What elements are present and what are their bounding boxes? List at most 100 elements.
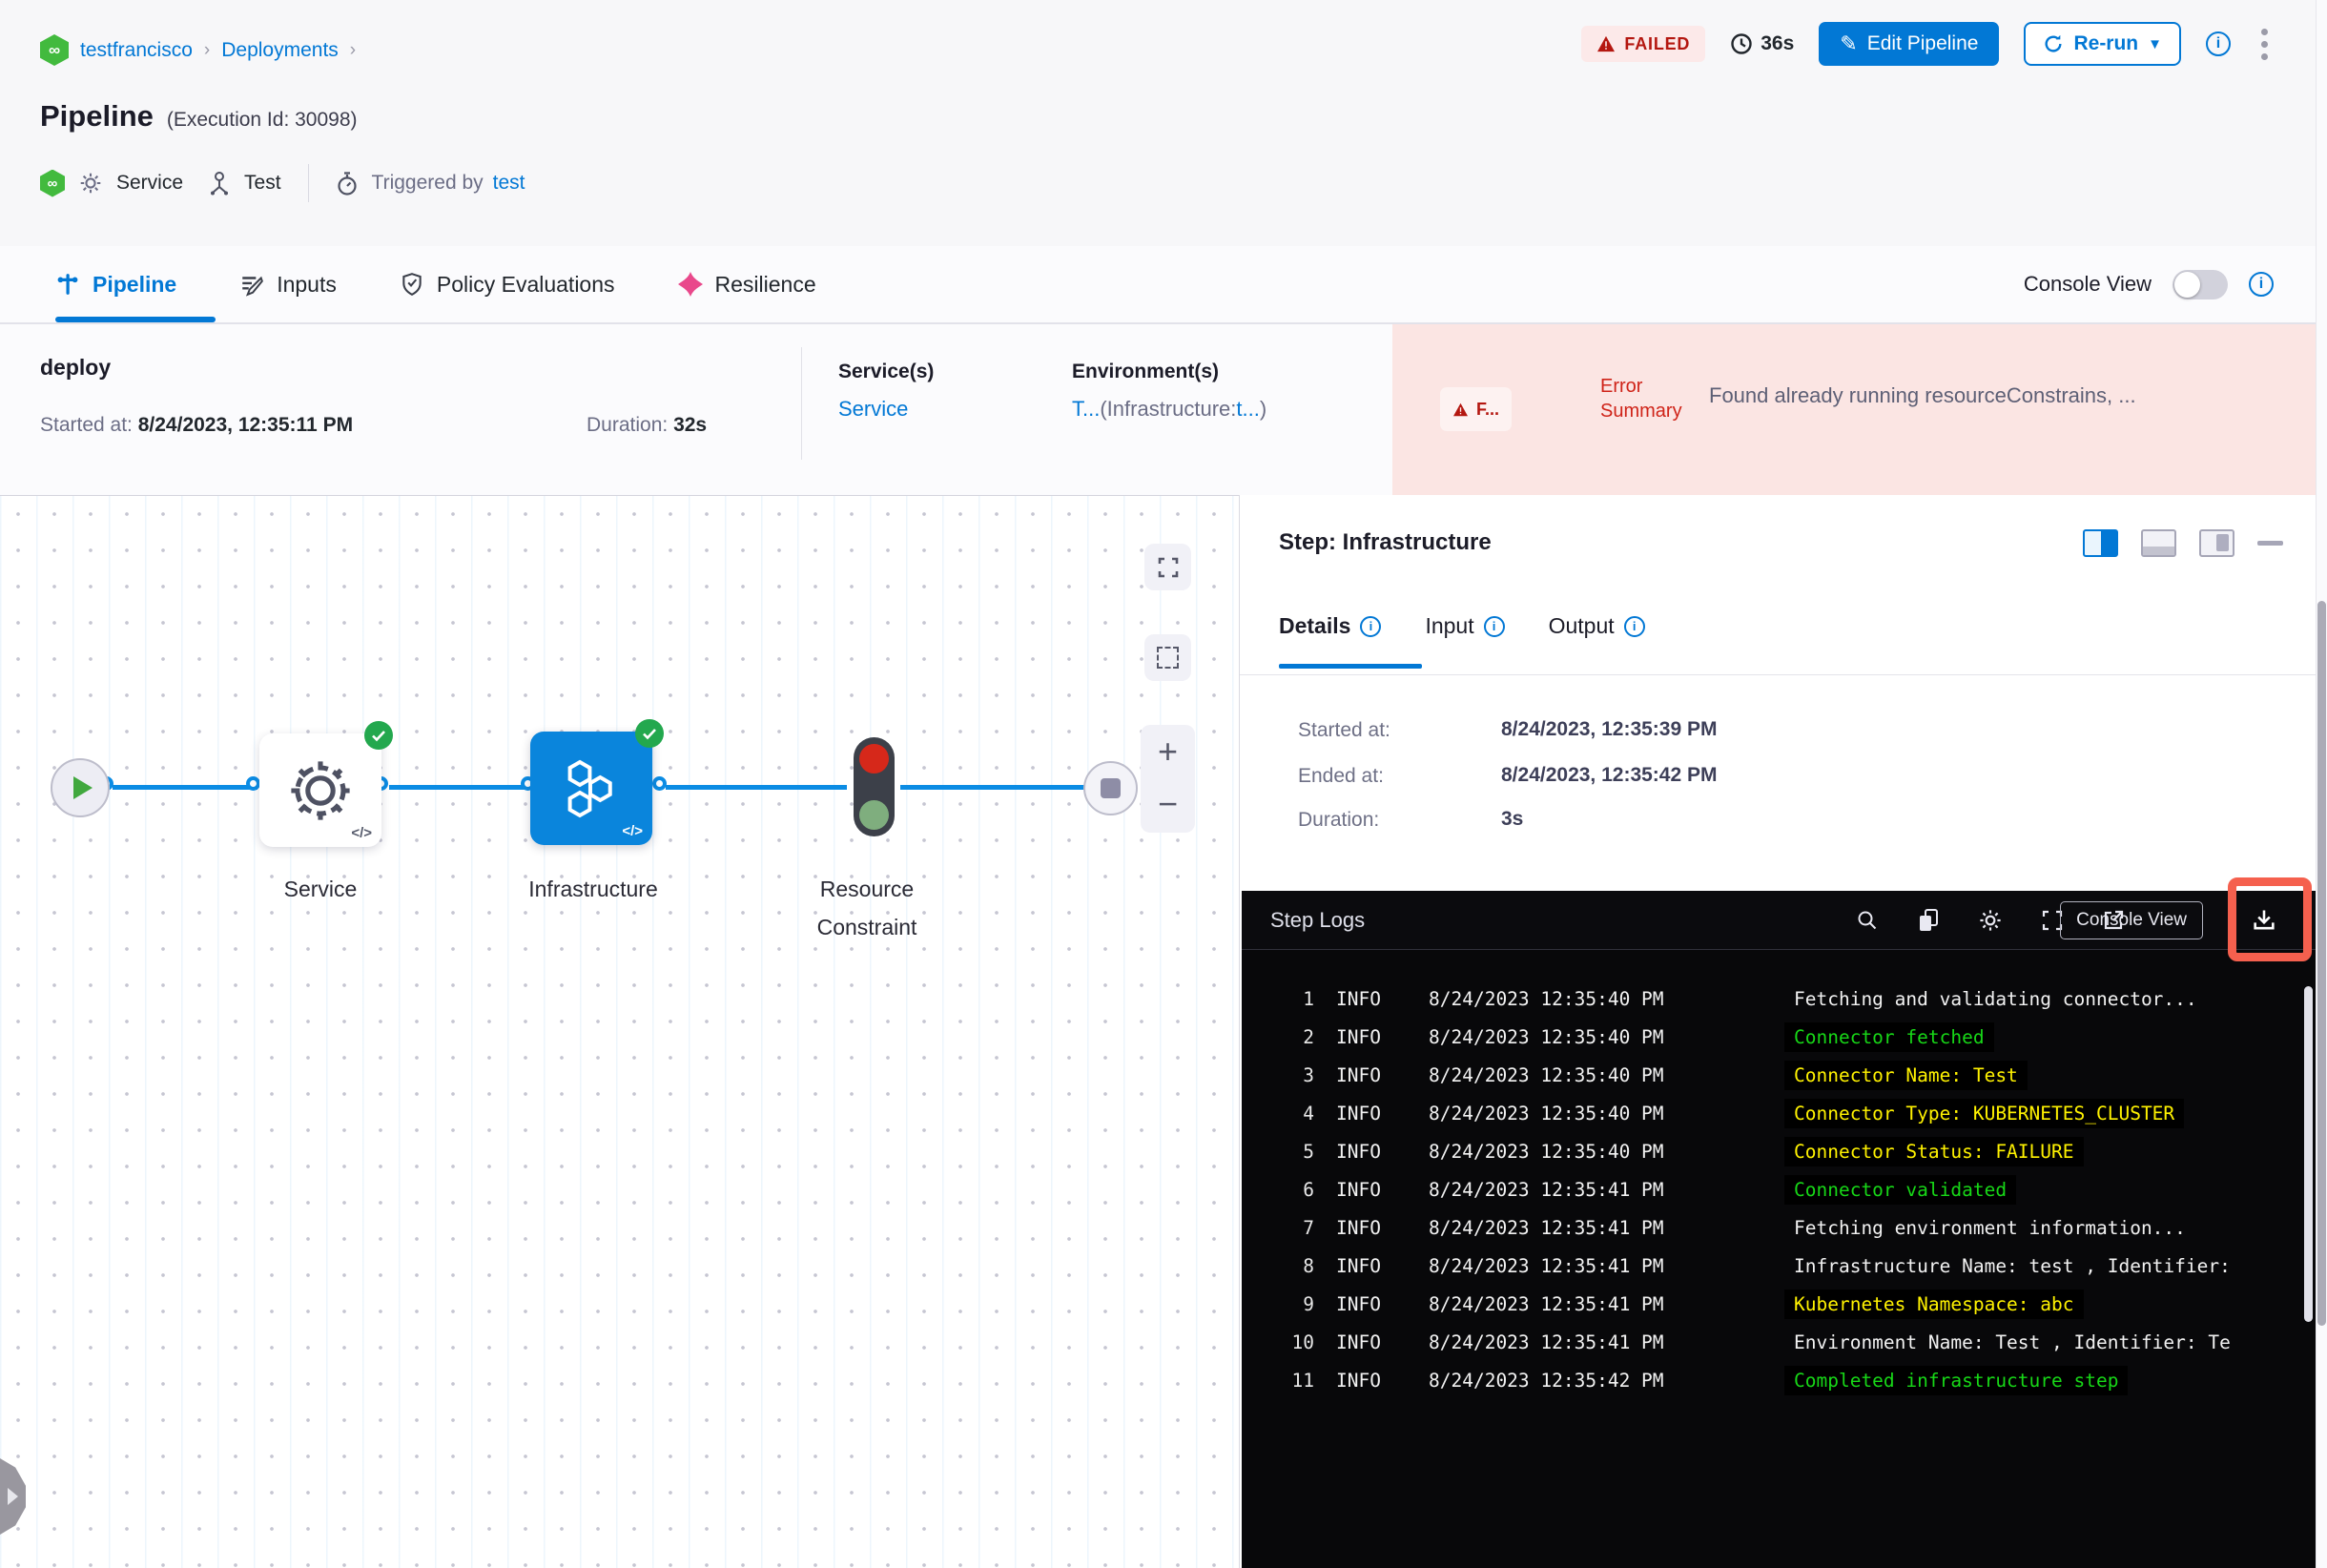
- tab-pipeline-label: Pipeline: [93, 271, 177, 297]
- minimize-panel-button[interactable]: [2257, 541, 2283, 546]
- copy-logs-button[interactable]: [1917, 908, 1940, 933]
- output-info-icon[interactable]: i: [1623, 615, 1645, 637]
- search-logs-button[interactable]: [1856, 909, 1879, 932]
- log-line: 11 INFO 8/24/2023 12:35:42 PM Completed …: [1242, 1361, 2316, 1399]
- log-line-number: 1: [1303, 987, 1314, 1010]
- tab-details[interactable]: Details i: [1279, 613, 1382, 639]
- console-view-label: Console View: [2023, 272, 2152, 296]
- warning-triangle-icon: [1453, 402, 1468, 416]
- open-in-new-tab-button[interactable]: [2102, 909, 2125, 932]
- tab-inputs[interactable]: Inputs: [239, 272, 337, 298]
- input-info-icon[interactable]: i: [1483, 615, 1505, 637]
- environment-link[interactable]: T...: [1072, 397, 1101, 421]
- failed-chip-label: F...: [1476, 399, 1500, 419]
- marquee-select-button[interactable]: [1144, 634, 1191, 681]
- log-line: 5 INFO 8/24/2023 12:35:40 PM Connector S…: [1242, 1132, 2316, 1170]
- tab-policy-evaluations[interactable]: Policy Evaluations: [400, 272, 615, 298]
- tab-output[interactable]: Output i: [1549, 613, 1645, 639]
- triggered-by-label: Triggered by: [371, 172, 484, 194]
- log-level: INFO: [1336, 1292, 1381, 1315]
- download-logs-button[interactable]: [2251, 907, 2277, 934]
- details-info-icon[interactable]: i: [1360, 615, 1382, 637]
- tab-pipeline[interactable]: Pipeline: [55, 272, 176, 298]
- external-link-icon: [2104, 910, 2124, 929]
- code-glyph: </>: [351, 825, 372, 841]
- log-line-number: 8: [1303, 1254, 1314, 1277]
- tab-input[interactable]: Input i: [1425, 613, 1505, 639]
- step-ended-value: 8/24/2023, 12:35:42 PM: [1501, 764, 1718, 786]
- edge-port: [246, 776, 260, 791]
- breadcrumb-deployments-link[interactable]: Deployments: [221, 38, 339, 61]
- divider: [1240, 674, 2327, 675]
- service-link[interactable]: Service: [838, 397, 909, 421]
- log-line-number: 3: [1303, 1063, 1314, 1086]
- failed-chip: F...: [1440, 387, 1513, 431]
- services-header: Service(s): [838, 361, 935, 382]
- clock-icon: [1731, 33, 1752, 54]
- log-level: INFO: [1336, 1331, 1381, 1353]
- pipeline-graph-canvas[interactable]: </> </> Service Infrastructure Resource …: [0, 495, 1239, 1568]
- service-name: Service: [116, 172, 184, 194]
- rerun-info-icon[interactable]: i: [2206, 31, 2231, 56]
- zoom-out-button[interactable]: −: [1157, 784, 1179, 823]
- layout-split-vertical-button[interactable]: [2083, 529, 2118, 557]
- kubernetes-cluster-icon: [567, 759, 612, 817]
- started-at-value: 8/24/2023, 12:35:11 PM: [137, 414, 354, 436]
- warning-triangle-icon: [1597, 35, 1616, 52]
- expand-left-panel-button[interactable]: [0, 1458, 26, 1535]
- success-check-icon: [364, 721, 393, 750]
- page-scrollbar-thumb[interactable]: [2317, 601, 2326, 1326]
- resource-constraint-node[interactable]: [854, 737, 895, 836]
- log-message: Environment Name: Test , Identifier: Te: [1794, 1331, 2231, 1353]
- traffic-green-light: [859, 800, 889, 830]
- fit-to-screen-button[interactable]: [1144, 544, 1191, 590]
- trigger-user-link[interactable]: test: [492, 172, 525, 194]
- end-node[interactable]: [1083, 761, 1138, 815]
- edit-pipeline-button[interactable]: ✎ Edit Pipeline: [1819, 22, 2000, 66]
- tab-resilience[interactable]: Resilience: [677, 272, 816, 298]
- layout-split-horizontal-button[interactable]: [2141, 529, 2176, 557]
- step-duration-value: 3s: [1501, 808, 1524, 830]
- log-timestamp: 8/24/2023 12:35:41 PM: [1429, 1292, 1664, 1315]
- page-scrollbar[interactable]: [2316, 0, 2327, 1568]
- breadcrumb-project-link[interactable]: testfrancisco: [80, 38, 193, 61]
- log-settings-button[interactable]: [1978, 908, 2003, 933]
- log-line: 6 INFO 8/24/2023 12:35:41 PM Connector v…: [1242, 1170, 2316, 1208]
- gear-icon: [80, 173, 101, 194]
- log-line-number: 2: [1303, 1025, 1314, 1048]
- service-step-node[interactable]: </>: [259, 721, 393, 847]
- step-panel-title: Step: Infrastructure: [1279, 529, 1492, 555]
- log-message: Fetching environment information...: [1794, 1216, 2186, 1239]
- play-icon: [73, 776, 93, 799]
- infrastructure-step-node[interactable]: </>: [530, 719, 664, 845]
- log-message: Kubernetes Namespace: abc: [1784, 1289, 2084, 1319]
- error-summary-message: Found already running resourceConstrains…: [1709, 383, 2136, 407]
- step-duration-label: Duration:: [1298, 809, 1380, 831]
- layout-floating-button[interactable]: [2199, 529, 2234, 557]
- log-line-number: 4: [1303, 1102, 1314, 1124]
- duration-label: Duration:: [587, 414, 669, 436]
- execution-tabbar: Pipeline Inputs Policy Evaluations Resil…: [0, 246, 2327, 324]
- status-badge: FAILED: [1581, 26, 1706, 62]
- start-node[interactable]: [51, 758, 110, 817]
- console-view-button[interactable]: Console View: [2060, 900, 2203, 939]
- more-options-menu[interactable]: [2255, 25, 2274, 64]
- page-header: ∞ testfrancisco › Deployments › FAILED 3…: [0, 0, 2327, 246]
- harness-cd-icon: ∞: [40, 169, 65, 197]
- step-logs-console: Step Logs: [1242, 891, 2316, 1568]
- environment-infra-label: (Infrastructure:: [1100, 397, 1237, 421]
- log-scrollbar[interactable]: [2304, 986, 2313, 1322]
- traffic-red-light: [859, 744, 889, 774]
- pencil-icon: ✎: [1840, 31, 1858, 55]
- rerun-button[interactable]: Re-run ▼: [2024, 22, 2181, 66]
- title-row: Pipeline (Execution Id: 30098): [40, 99, 358, 134]
- console-view-toggle[interactable]: [2173, 269, 2228, 299]
- log-message: Connector fetched: [1784, 1021, 1994, 1052]
- active-tab-underline: [1279, 664, 1422, 669]
- harness-cd-logo-icon: ∞: [40, 34, 69, 66]
- zoom-in-button[interactable]: +: [1157, 732, 1179, 771]
- log-level: INFO: [1336, 1369, 1381, 1392]
- console-view-info-icon[interactable]: i: [2249, 272, 2274, 297]
- infrastructure-link[interactable]: t...: [1236, 397, 1260, 421]
- service-node-label: Service: [283, 877, 358, 901]
